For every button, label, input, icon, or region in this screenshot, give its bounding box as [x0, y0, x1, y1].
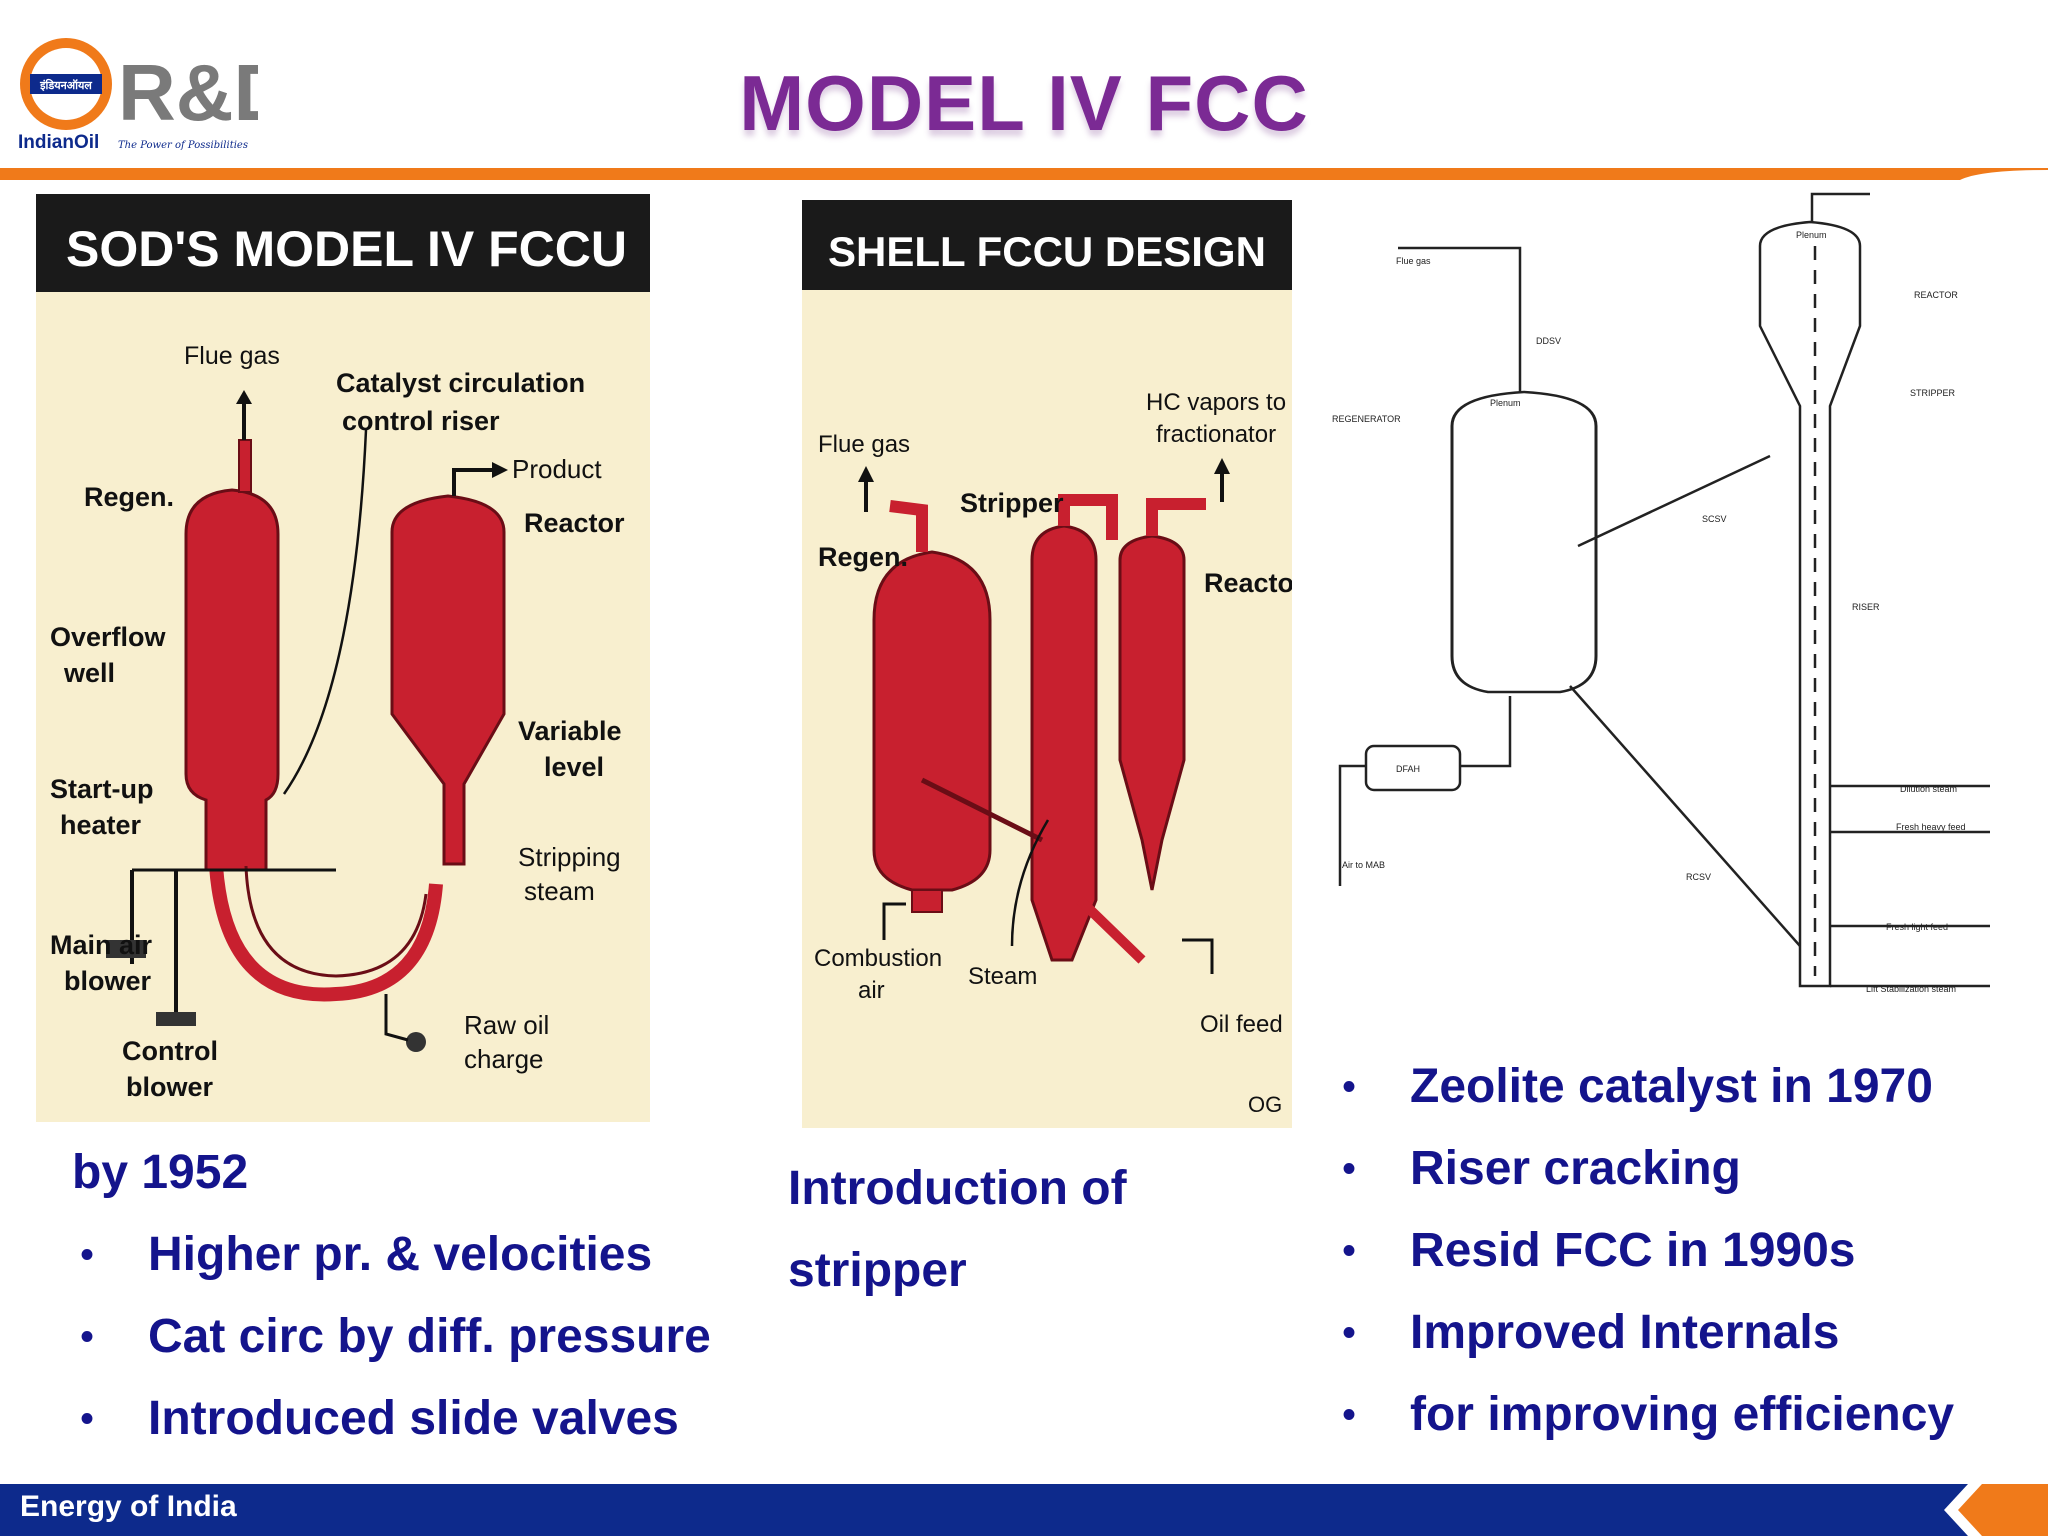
- sod-figure-header: SOD'S MODEL IV FCCU: [66, 221, 627, 277]
- col3-bullet: •Zeolite catalyst in 1970: [1334, 1046, 1954, 1128]
- label-well: well: [63, 658, 115, 688]
- label-blower: blower: [64, 966, 152, 996]
- label-shell-reactor: Reactor: [1204, 568, 1292, 598]
- label-heater: heater: [60, 810, 142, 840]
- shell-figure-header: SHELL FCCU DESIGN: [828, 228, 1266, 275]
- label-level: level: [544, 752, 604, 782]
- bullet-dot: •: [1342, 1148, 1356, 1190]
- label-control: Control: [122, 1036, 218, 1066]
- shell-fccu-figure: SHELL FCCU DESIGN HC vapors to fractiona…: [802, 200, 1292, 1128]
- col2-line2: stripper: [788, 1244, 967, 1297]
- label-scsv: SCSV: [1702, 514, 1727, 524]
- label-dilution-steam: Dilution steam: [1900, 784, 1957, 794]
- col3-bullet: •Improved Internals: [1334, 1292, 1954, 1374]
- col2-line1: Introduction of: [788, 1162, 1127, 1215]
- bullet-dot: •: [1342, 1066, 1356, 1108]
- logo-tagline: The Power of Possibilities: [118, 140, 248, 151]
- modern-regenerator: [1450, 390, 1598, 694]
- label-fresh-heavy-feed: Fresh heavy feed: [1896, 822, 1966, 832]
- label-regenerator: REGENERATOR: [1332, 414, 1401, 424]
- label-charge: charge: [464, 1044, 544, 1074]
- logo-company: IndianOil: [18, 132, 99, 153]
- label-stripper: Stripper: [960, 488, 1064, 518]
- label-flue-gas: Flue gas: [184, 342, 280, 370]
- label-combustion: Combustion: [814, 945, 942, 972]
- label-control-blower: blower: [126, 1072, 214, 1102]
- sod-model-iv-figure: SOD'S MODEL IV FCCU Flue gas Catalyst ci…: [36, 194, 650, 1122]
- reactor-vessel: [390, 494, 506, 866]
- col1-bullet: •Introduced slide valves: [72, 1378, 711, 1460]
- col1-text: by 1952 •Higher pr. & velocities •Cat ci…: [72, 1132, 711, 1460]
- label-plenum-reactor: Plenum: [1796, 230, 1827, 240]
- label-rcsv: RCSV: [1686, 872, 1711, 882]
- col2-text: Introduction of stripper: [788, 1148, 1127, 1312]
- label-control-riser: control riser: [342, 406, 500, 436]
- label-oil-feed: Oil feed: [1200, 1011, 1283, 1038]
- bullet-dot: •: [1342, 1230, 1356, 1272]
- label-air-to-mab: Air to MAB: [1342, 860, 1385, 870]
- bullet-dot: •: [1342, 1312, 1356, 1354]
- label-shell-steam: Steam: [968, 963, 1037, 990]
- footer-bar: [0, 1484, 2048, 1536]
- shell-reactor: [1118, 534, 1186, 891]
- label-fresh-light-feed: Fresh light feed: [1886, 922, 1948, 932]
- label-shell-regen: Regen.: [818, 542, 908, 572]
- label-modern-reactor: REACTOR: [1914, 290, 1958, 300]
- label-lift-steam: Lift Stabilization steam: [1866, 984, 1956, 994]
- label-variable: Variable: [518, 716, 622, 746]
- label-start-up: Start-up: [50, 774, 154, 804]
- label-fractionator: fractionator: [1156, 421, 1276, 448]
- label-modern-stripper: STRIPPER: [1910, 388, 1956, 398]
- label-catalyst-circulation: Catalyst circulation: [336, 368, 585, 398]
- modern-fcc-figure: Flue gas DDSV Plenum Plenum REGENERATOR …: [1330, 186, 2000, 1012]
- label-reactor: Reactor: [524, 508, 625, 538]
- label-air: air: [858, 977, 885, 1004]
- label-product: Product: [512, 454, 602, 484]
- col3-bullet: •for improving efficiency: [1334, 1374, 1954, 1456]
- bullet-dot: •: [1342, 1394, 1356, 1436]
- col3-bullet: •Resid FCC in 1990s: [1334, 1210, 1954, 1292]
- label-overflow: Overflow: [50, 622, 167, 652]
- col1-bullet: •Cat circ by diff. pressure: [72, 1296, 711, 1378]
- bullet-dot: •: [80, 1398, 94, 1440]
- label-regen: Regen.: [84, 482, 174, 512]
- label-ddsv: DDSV: [1536, 336, 1561, 346]
- col1-bullet: •Higher pr. & velocities: [72, 1214, 711, 1296]
- shell-regenerator: [872, 550, 992, 892]
- label-shell-flue-gas: Flue gas: [818, 431, 910, 458]
- label-main-air: Main air: [50, 930, 153, 960]
- regenerator-vessel: [184, 488, 280, 872]
- col3-bullet: •Riser cracking: [1334, 1128, 1954, 1210]
- col1-lead: by 1952: [72, 1146, 249, 1199]
- label-modern-flue-gas: Flue gas: [1396, 256, 1431, 266]
- logo-badge-text: इंडियनऑयल: [39, 78, 92, 92]
- label-hc-vapors: HC vapors to: [1146, 389, 1286, 416]
- bullet-dot: •: [80, 1316, 94, 1358]
- label-dfah: DFAH: [1396, 764, 1420, 774]
- shell-stripper: [1030, 524, 1098, 962]
- header-divider: [0, 168, 2048, 180]
- label-og: OG: [1248, 1092, 1282, 1117]
- modern-reactor-riser: [1758, 220, 1862, 988]
- bullet-dot: •: [80, 1234, 94, 1276]
- label-plenum-regen: Plenum: [1490, 398, 1521, 408]
- label-riser: RISER: [1852, 602, 1880, 612]
- footer-text: Energy of India: [20, 1490, 237, 1523]
- footer-arrow-icon: [1944, 1484, 2048, 1536]
- page-title: MODEL IV FCC: [739, 59, 1309, 147]
- label-steam: steam: [524, 876, 595, 906]
- label-raw-oil: Raw oil: [464, 1010, 549, 1040]
- col3-text: •Zeolite catalyst in 1970 •Riser crackin…: [1334, 1046, 1954, 1456]
- label-stripping: Stripping: [518, 842, 621, 872]
